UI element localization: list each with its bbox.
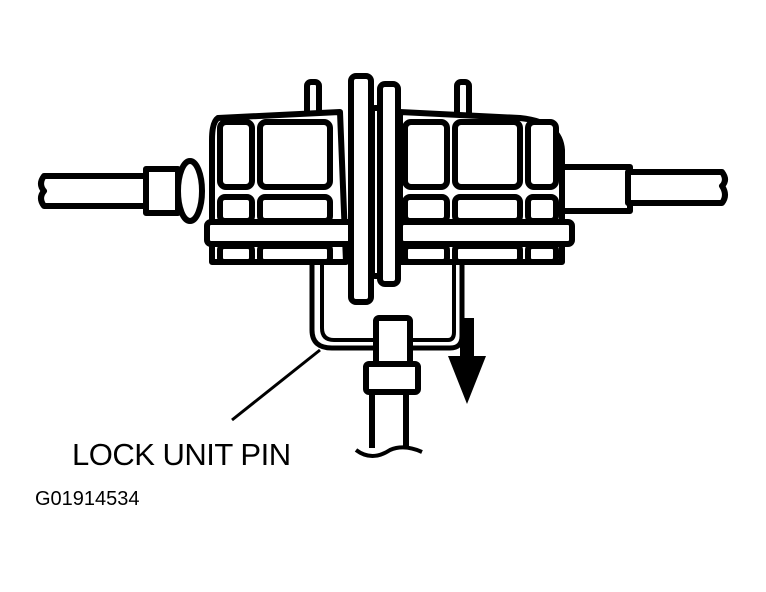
down-arrow-icon (448, 318, 486, 404)
lock-unit-pin (354, 315, 423, 458)
right-shaft (557, 164, 728, 214)
lock-linkage (231, 262, 465, 422)
figure-id: G01914534 (35, 488, 140, 510)
left-shaft (38, 158, 205, 224)
shift-forks (348, 73, 401, 305)
callout-lock-unit-pin: LOCK UNIT PIN (72, 437, 291, 472)
